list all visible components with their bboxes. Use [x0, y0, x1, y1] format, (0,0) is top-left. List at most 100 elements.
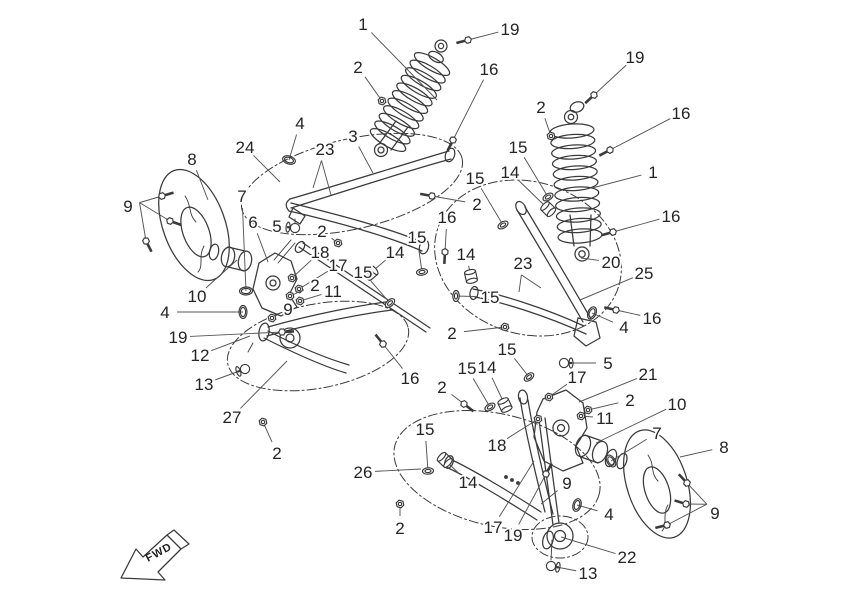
callout-label-4: 4: [604, 505, 613, 524]
callout-2: 2: [316, 220, 343, 248]
callout-label-2: 2: [625, 391, 634, 410]
callout-label-1: 1: [358, 15, 367, 34]
callout-23: 23: [512, 252, 542, 293]
callout-label-14: 14: [459, 473, 478, 492]
right-lower-a-arm: [393, 389, 601, 561]
callout-label-2: 2: [437, 378, 446, 397]
callout-label-2: 2: [272, 444, 281, 463]
callout-label-15: 15: [509, 138, 528, 157]
callout-label-10: 10: [668, 395, 687, 414]
callout-9: 9: [540, 472, 573, 505]
callout-label-15: 15: [458, 359, 477, 378]
left-brake-disc: [158, 168, 253, 282]
callout-8: 8: [679, 436, 730, 459]
right-brake-disc: [623, 429, 691, 539]
callout-26: 26: [352, 461, 422, 484]
callout-label-15: 15: [354, 263, 373, 282]
callout-label-2: 2: [395, 519, 404, 538]
callout-2: 2: [446, 322, 510, 345]
callout-label-11: 11: [596, 409, 614, 428]
callout-15: 15: [452, 286, 501, 309]
callout-25: 25: [579, 262, 655, 301]
callout-2: 2: [583, 389, 636, 415]
callout-label-24: 24: [236, 138, 255, 157]
callout-2: 2: [394, 499, 406, 540]
callout-label-10: 10: [188, 287, 207, 306]
callout-13: 13: [193, 363, 251, 396]
callout-18: 18: [287, 241, 331, 283]
callout-label-19: 19: [501, 20, 520, 39]
callout-label-19: 19: [169, 328, 188, 347]
callout-16: 16: [446, 58, 500, 152]
callout-9: 9: [267, 298, 294, 323]
callout-label-13: 13: [579, 564, 598, 583]
callout-label-21: 21: [639, 365, 658, 384]
callout-label-27: 27: [223, 408, 242, 427]
callout-10: 10: [186, 259, 238, 308]
callout-label-14: 14: [386, 243, 405, 262]
fwd-direction-arrow: FWD: [120, 529, 190, 581]
callout-2: 2: [352, 56, 387, 106]
callout-label-4: 4: [295, 114, 304, 133]
callout-19: 19: [584, 46, 646, 105]
callout-4: 4: [159, 301, 248, 324]
callout-label-9: 9: [562, 474, 571, 493]
callout-label-1: 1: [648, 163, 657, 182]
callout-15: 15: [464, 167, 509, 230]
callout-22: 22: [560, 536, 638, 569]
callout-9: 9: [122, 191, 182, 253]
callout-label-9: 9: [283, 300, 292, 319]
callout-label-26: 26: [354, 463, 373, 482]
callout-label-23: 23: [316, 140, 335, 159]
left-upper-a-arm: [240, 132, 464, 255]
callout-label-13: 13: [195, 375, 214, 394]
callout-label-18: 18: [488, 436, 507, 455]
callout-14: 14: [362, 241, 406, 281]
right-steering-knuckle: [504, 389, 628, 485]
callout-16: 16: [436, 206, 458, 265]
callout-15: 15: [456, 357, 496, 412]
callout-19: 19: [502, 462, 553, 547]
callout-19: 19: [456, 18, 521, 45]
callout-label-20: 20: [602, 253, 621, 272]
callout-1: 1: [591, 161, 659, 189]
callout-14: 14: [499, 161, 557, 218]
callout-17: 17: [482, 460, 535, 539]
callout-label-6: 6: [248, 213, 257, 232]
callout-label-11: 11: [324, 282, 342, 301]
callout-label-17: 17: [484, 518, 503, 537]
callout-16: 16: [601, 205, 682, 237]
callout-label-16: 16: [643, 309, 662, 328]
left-steering-knuckle: [252, 239, 298, 317]
callout-4: 4: [586, 306, 630, 339]
callout-2: 2: [436, 376, 475, 413]
callout-label-15: 15: [416, 420, 435, 439]
callout-label-19: 19: [504, 526, 523, 545]
callout-label-25: 25: [635, 264, 654, 283]
callout-7: 7: [605, 422, 663, 468]
callout-label-15: 15: [408, 228, 427, 247]
callout-15: 15: [406, 226, 428, 276]
callout-11: 11: [295, 280, 344, 306]
diagram-artwork: FWD: [120, 39, 691, 581]
callout-label-3: 3: [348, 127, 357, 146]
callout-label-14: 14: [478, 358, 497, 377]
left-shock-absorber: [369, 39, 451, 158]
callout-label-16: 16: [672, 104, 691, 123]
callout-17: 17: [544, 366, 588, 402]
callout-13: 13: [545, 560, 599, 585]
callout-14: 14: [436, 451, 479, 494]
callout-2: 2: [535, 96, 556, 141]
callout-label-4: 4: [160, 303, 169, 322]
callout-6: 6: [247, 211, 269, 263]
callout-18: 18: [486, 414, 543, 457]
callout-label-14: 14: [457, 245, 476, 264]
callout-label-22: 22: [618, 548, 637, 567]
callout-27: 27: [221, 360, 288, 429]
callout-label-5: 5: [272, 217, 281, 236]
callout-label-7: 7: [237, 187, 246, 206]
callout-label-9: 9: [710, 504, 719, 523]
callout-label-16: 16: [438, 208, 457, 227]
